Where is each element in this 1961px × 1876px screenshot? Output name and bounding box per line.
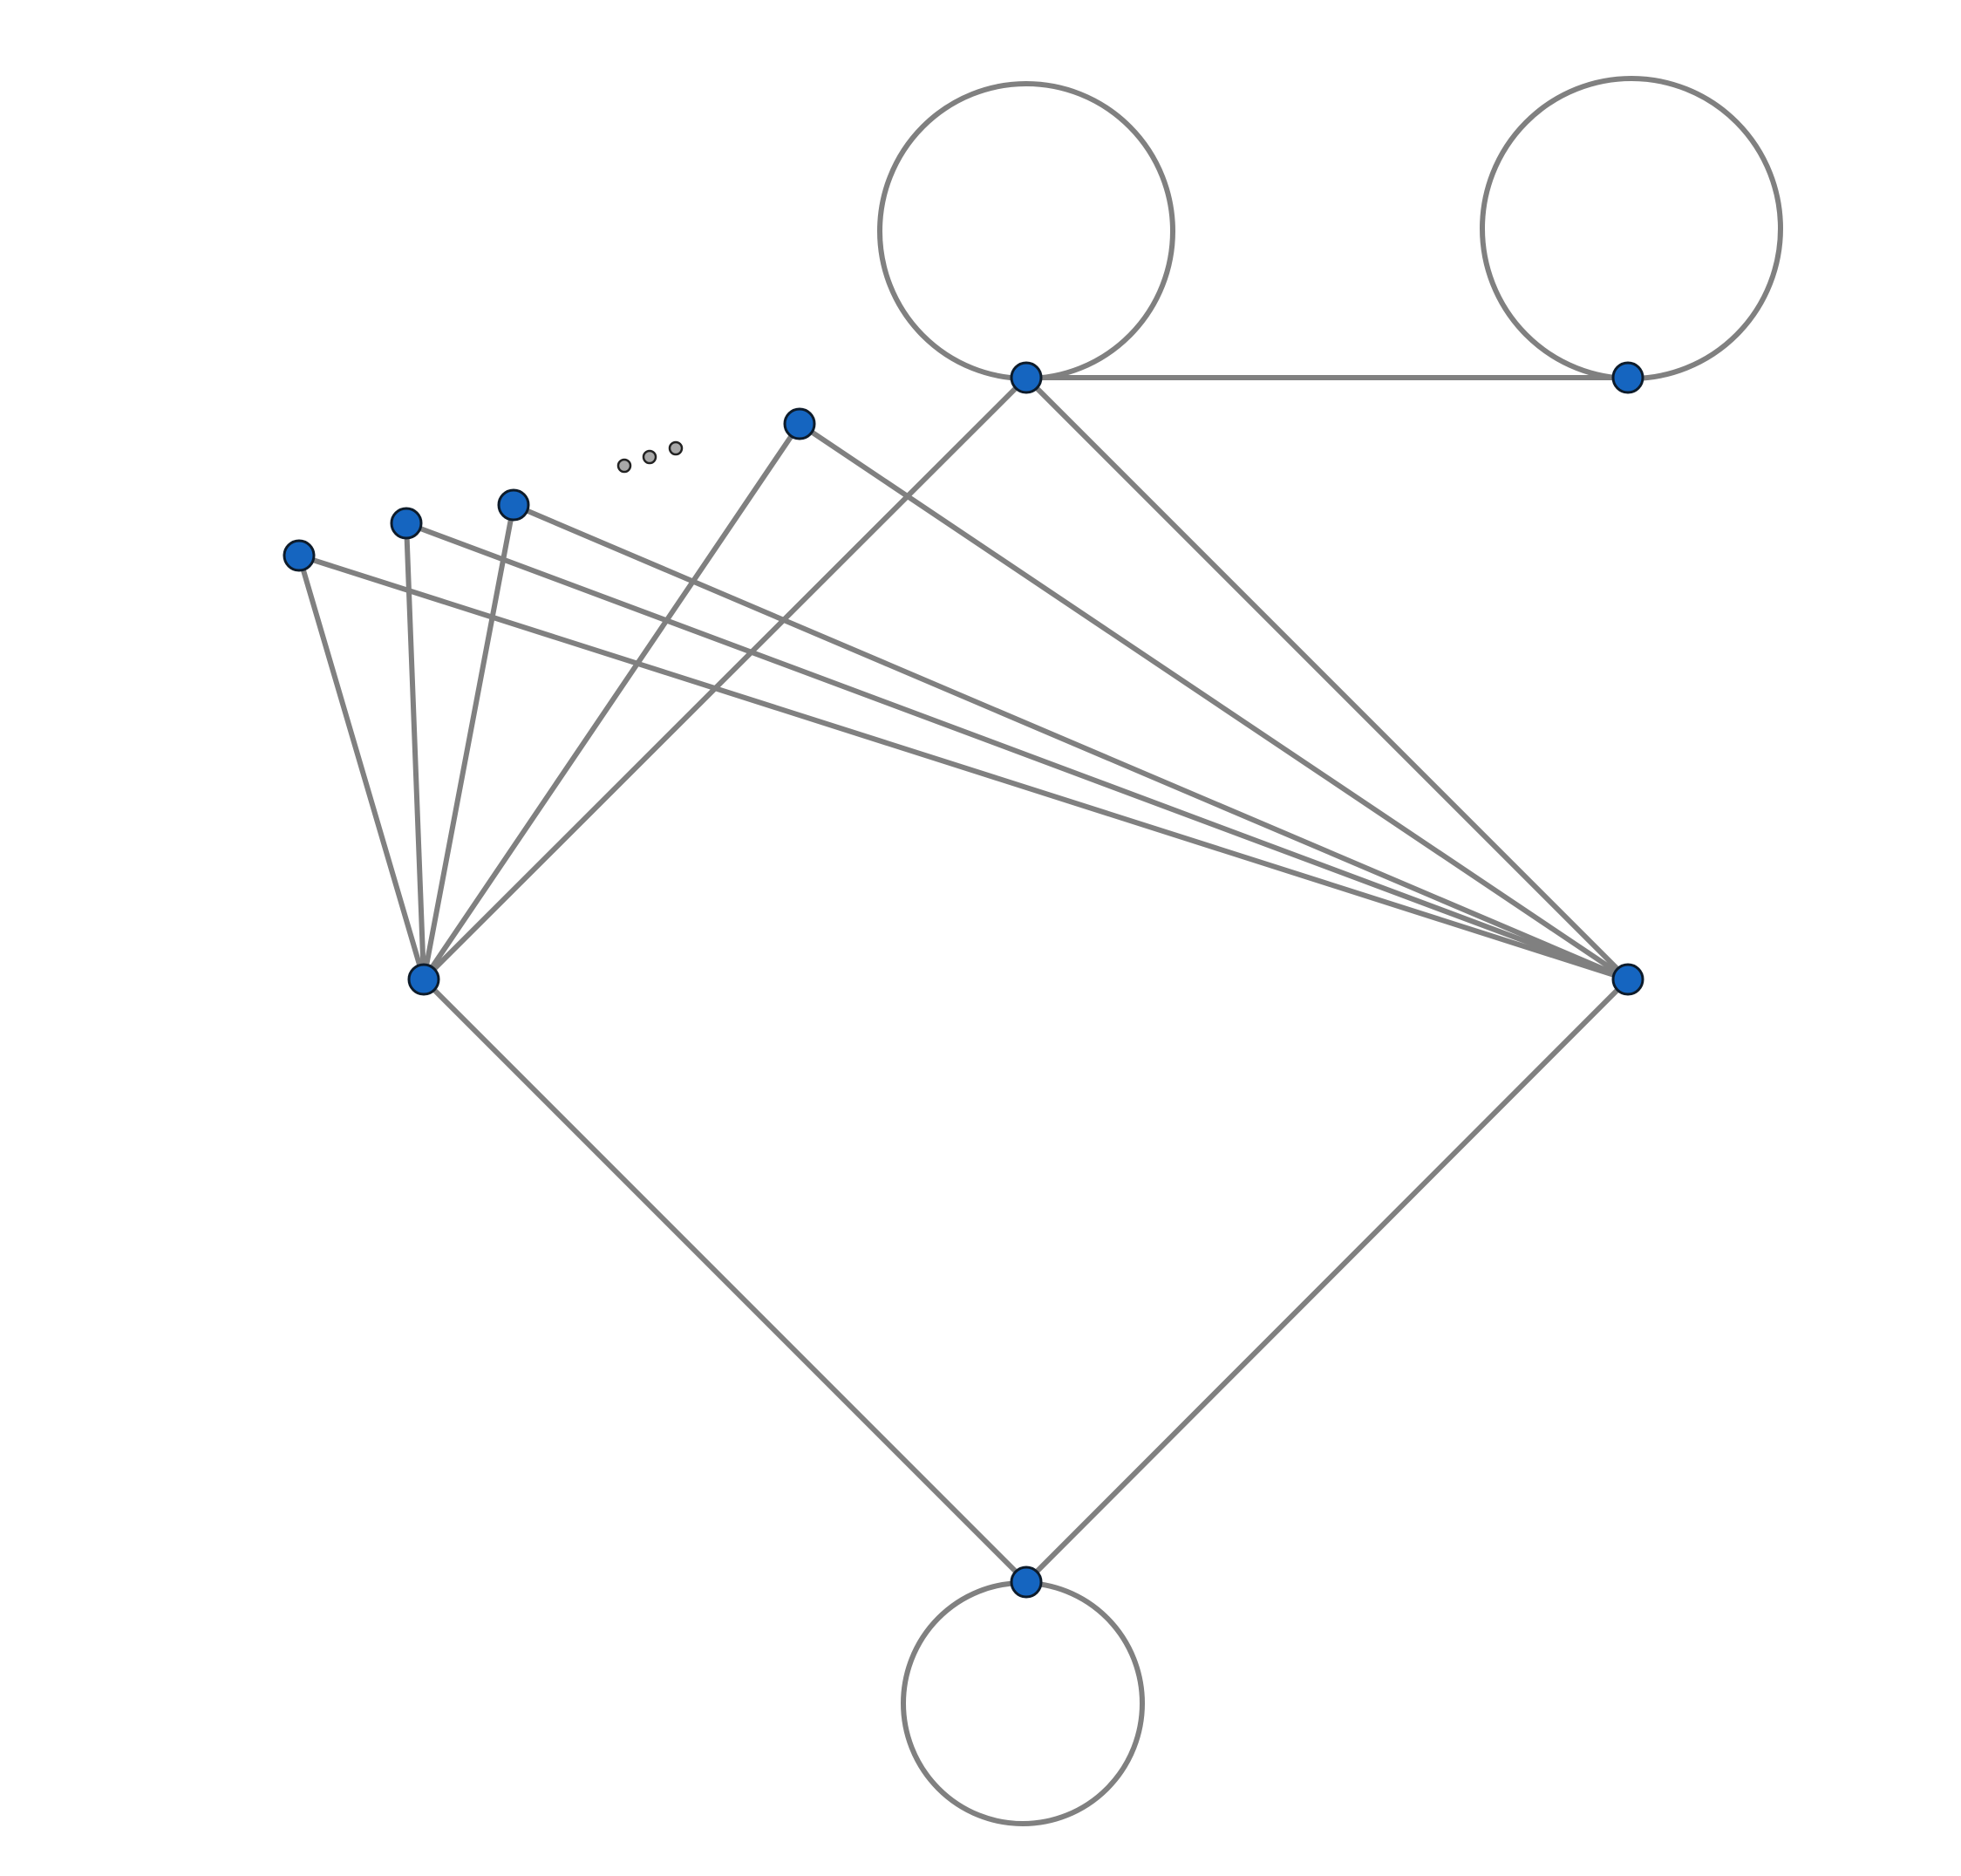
ellipsis-dot — [668, 440, 684, 456]
edges-layer — [296, 375, 1631, 1585]
self-loop-top-center — [877, 81, 1175, 381]
ellipsis-dots — [616, 440, 684, 474]
node-leaf-1 — [283, 539, 316, 572]
node-leaf-3 — [497, 488, 530, 522]
ellipsis-dot — [616, 458, 632, 474]
node-left — [407, 963, 440, 996]
edge-leaf-3-left — [421, 502, 516, 982]
node-top-center — [1010, 361, 1043, 394]
edge-leaf-1-left — [296, 553, 426, 982]
edge-leaf-4-right — [797, 421, 1631, 982]
edge-right-bottom — [1024, 977, 1631, 1585]
edge-top-center-right — [1024, 375, 1631, 982]
edge-left-bottom — [421, 977, 1029, 1585]
node-right — [1611, 963, 1644, 996]
edge-leaf-2-left — [404, 521, 426, 982]
self-loops-layer — [877, 76, 1783, 1826]
node-top-right — [1611, 361, 1644, 394]
node-bottom — [1010, 1566, 1043, 1599]
node-leaf-2 — [390, 507, 423, 540]
self-loop-bottom — [901, 1580, 1145, 1826]
self-loop-top-right — [1480, 76, 1783, 381]
edge-leaf-4-left — [421, 421, 802, 982]
edge-leaf-3-right — [511, 502, 1631, 982]
edge-top-center-left — [421, 375, 1029, 982]
edge-leaf-2-right — [404, 521, 1631, 982]
edge-leaf-1-right — [296, 553, 1631, 982]
ellipsis-dot — [642, 449, 657, 465]
nodes-layer — [283, 361, 1644, 1599]
node-leaf-4 — [783, 407, 816, 440]
